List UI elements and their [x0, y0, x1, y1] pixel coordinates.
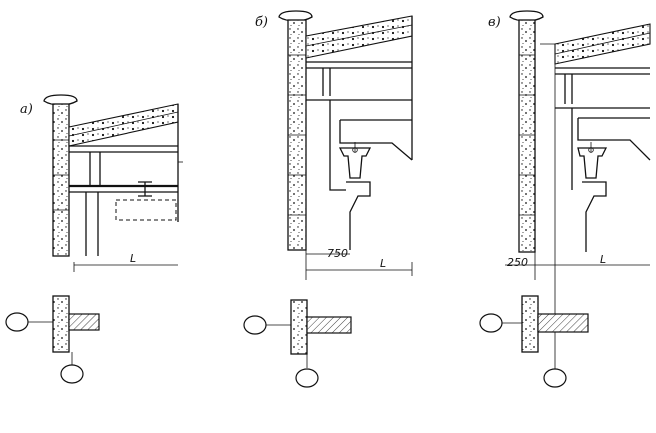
variant-a-label: а): [20, 102, 33, 117]
span-label-c: L: [600, 253, 606, 266]
slab-rib-b: [306, 68, 412, 101]
dashed-crane: [115, 199, 177, 221]
variant-a-section: а) L: [20, 94, 183, 272]
variant-b-label: б): [255, 15, 268, 30]
variant-a-plan: [5, 295, 100, 384]
axis-bubble-bottom-a: [60, 364, 84, 384]
wall-section-c: [518, 19, 536, 253]
plan-wall-b: [290, 299, 308, 355]
variant-b-plan: [243, 299, 352, 388]
roof-slab-b: [306, 61, 412, 69]
wall-section: [52, 103, 70, 257]
crane-rail: [338, 147, 372, 179]
plan-wall-c: [521, 295, 539, 353]
variant-b-section: б) 750 L: [255, 10, 413, 280]
column: [85, 192, 99, 256]
span-label-a: L: [130, 252, 136, 265]
gantry-girder-c: [577, 117, 651, 161]
axis-bubble-bottom-c: [543, 368, 567, 388]
plan-wall-a: [52, 295, 70, 353]
span-label-b: L: [380, 257, 386, 270]
gantry-girder: [339, 119, 413, 161]
roof-slab: [69, 145, 178, 153]
plan-beam-b: [306, 316, 352, 334]
plan-beam-c: [537, 313, 589, 333]
roof-line: [68, 111, 179, 137]
axis-bubble-bottom-b: [295, 368, 319, 388]
roof-layers-c: [554, 23, 651, 65]
i-beam-mark: [138, 181, 152, 197]
axis-bubble-left-b: [243, 315, 267, 335]
variant-c-plan: [479, 295, 589, 388]
span-dimension: [73, 262, 178, 272]
dimension-lines-b: [305, 246, 412, 280]
column-console-b: [346, 181, 371, 250]
variant-c-label: в): [488, 15, 501, 30]
roof-layers: [68, 103, 179, 147]
variant-c-section: в) 250 L: [488, 10, 651, 380]
crane-rail-c: [577, 147, 608, 179]
wall-joints: [53, 139, 69, 211]
plan-beam-a: [68, 313, 100, 331]
axis-bubble-left-a: [5, 312, 29, 332]
roof-layers-b: [305, 15, 413, 59]
slab-rib: [89, 152, 101, 185]
axis-bubble-left-c: [479, 313, 503, 333]
offset-label-b: 750: [327, 247, 348, 260]
slab-rib-c: [555, 74, 650, 109]
dimension-lines-c: [505, 250, 650, 280]
column-console-c: [582, 181, 607, 252]
offset-label-c: 250: [507, 256, 528, 269]
roof-slab-c: [555, 67, 650, 75]
